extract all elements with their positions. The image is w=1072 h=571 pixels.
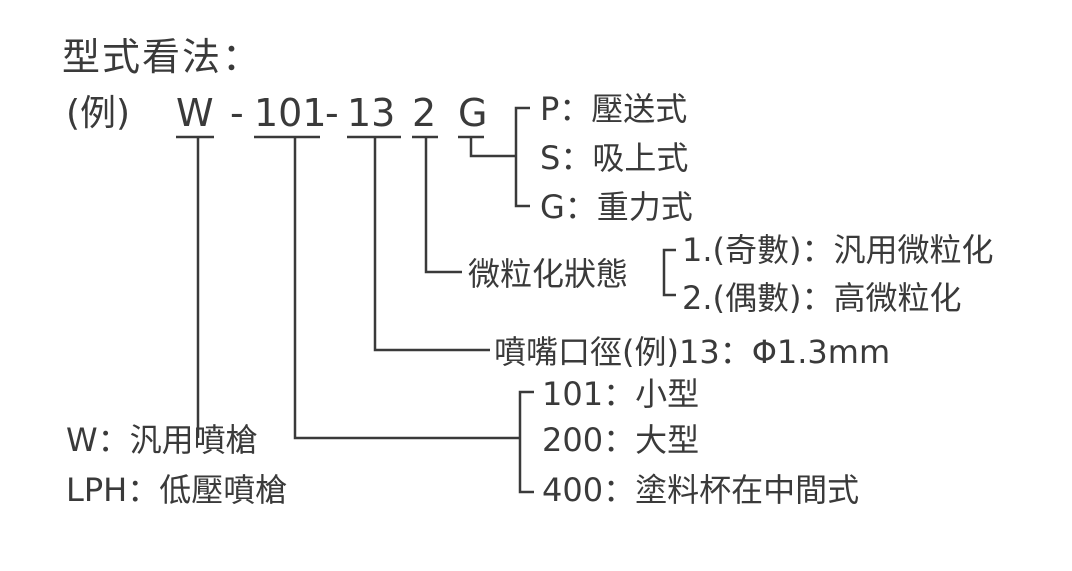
code-particle: 2 [412,91,437,135]
particle-bracket [662,248,676,297]
code-dash-2: - [325,91,339,135]
feed-type-item: G：重力式 [540,188,693,226]
page-title: 型式看法： [62,35,263,79]
connector-size [293,137,520,440]
gun-type-item: LPH：低壓噴槍 [66,471,288,509]
particle-option: 1.(奇數)：汎用微粒化 [682,231,994,269]
code-feed: G [458,91,488,135]
code-size: 101 [254,91,327,135]
size-item: 400：塗料杯在中間式 [542,471,860,509]
connector-particle [424,137,462,274]
code-w: W [176,91,214,135]
size-item: 101：小型 [542,375,700,413]
connector-feed [469,137,516,158]
feed-type-item: S：吸上式 [540,139,689,177]
particle-option: 2.(偶數)：高微粒化 [682,279,962,317]
size-item: 200：大型 [542,421,700,459]
size-bracket [518,390,534,494]
example-prefix: (例) [66,93,131,134]
connector-nozzle [373,137,490,352]
code-dash-1: - [230,91,244,135]
gun-type-item: W：汎用噴槍 [66,421,258,459]
feed-bracket [514,106,530,208]
particle-state-label: 微粒化狀態 [468,255,629,293]
code-nozzle: 13 [347,91,396,135]
nozzle-caliber: 噴嘴口徑(例)13：Φ1.3mm [494,333,891,371]
feed-type-item: P：壓送式 [540,90,688,128]
